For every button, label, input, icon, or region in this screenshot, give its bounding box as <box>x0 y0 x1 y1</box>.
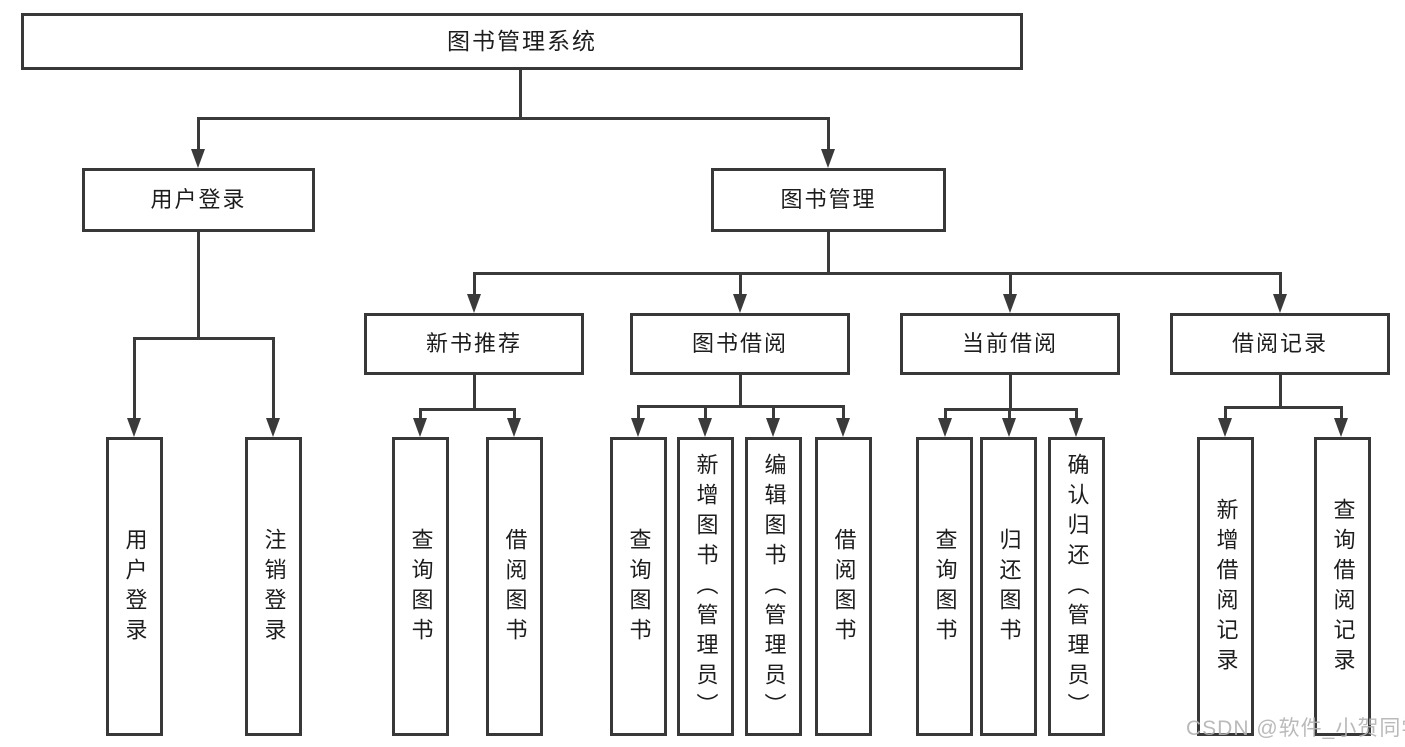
connector-vertical <box>1279 375 1282 406</box>
connector-horizontal <box>419 408 516 411</box>
leaf-borrow-books-recommend: 借阅图书 <box>486 437 543 736</box>
connector-vertical <box>739 272 742 296</box>
arrow-down-icon <box>766 418 780 437</box>
arrow-down-icon <box>507 418 521 437</box>
arrow-down-icon <box>1218 418 1232 437</box>
connector-vertical <box>1279 272 1282 296</box>
connector-vertical <box>637 405 640 420</box>
arrow-down-icon <box>127 418 141 437</box>
connector-vertical <box>1340 406 1343 420</box>
arrow-down-icon <box>938 418 952 437</box>
connector-vertical <box>1009 375 1012 408</box>
leaf-user-login: 用户登录 <box>106 437 163 736</box>
connector-vertical <box>1008 408 1011 420</box>
arrow-down-icon <box>1002 418 1016 437</box>
node-library-management-system: 图书管理系统 <box>21 13 1023 70</box>
leaf-edit-books-admin: 编辑图书（管理员） <box>745 437 802 736</box>
arrow-down-icon <box>631 418 645 437</box>
node-user-login: 用户登录 <box>82 168 315 232</box>
connector-horizontal <box>1224 406 1343 409</box>
leaf-borrow-books: 借阅图书 <box>815 437 872 736</box>
leaf-confirm-return-admin: 确认归还（管理员） <box>1048 437 1105 736</box>
leaf-logout: 注销登录 <box>245 437 302 736</box>
connector-vertical <box>419 408 422 420</box>
node-book-borrowing: 图书借阅 <box>630 313 850 375</box>
arrow-down-icon <box>467 294 481 313</box>
connector-vertical <box>133 337 136 420</box>
csdn-watermark: CSDN @软件_小贺同学 <box>1186 717 1405 740</box>
node-book-management: 图书管理 <box>711 168 946 232</box>
connector-horizontal <box>197 117 830 120</box>
arrow-down-icon <box>1069 418 1083 437</box>
leaf-query-books-current: 查询图书 <box>916 437 973 736</box>
connector-vertical <box>739 375 742 405</box>
connector-vertical <box>1224 406 1227 420</box>
arrow-down-icon <box>733 294 747 313</box>
connector-vertical <box>944 408 947 420</box>
connector-vertical <box>473 375 476 408</box>
arrow-down-icon <box>821 149 835 168</box>
connector-horizontal <box>944 408 1078 411</box>
leaf-query-books-recommend: 查询图书 <box>392 437 449 736</box>
arrow-down-icon <box>266 418 280 437</box>
connector-horizontal <box>473 272 1282 275</box>
connector-vertical <box>827 117 830 151</box>
connector-vertical <box>1075 408 1078 420</box>
arrow-down-icon <box>191 149 205 168</box>
node-borrowing-records: 借阅记录 <box>1170 313 1390 375</box>
leaf-add-books-admin: 新增图书（管理员） <box>677 437 734 736</box>
connector-vertical <box>827 232 830 272</box>
connector-vertical <box>1009 272 1012 296</box>
connector-horizontal <box>133 337 275 340</box>
arrow-down-icon <box>836 418 850 437</box>
arrow-down-icon <box>1273 294 1287 313</box>
connector-vertical <box>704 405 707 420</box>
connector-vertical <box>842 405 845 420</box>
leaf-return-books: 归还图书 <box>980 437 1037 736</box>
connector-vertical <box>197 232 200 337</box>
connector-vertical <box>519 70 522 117</box>
leaf-add-borrow-record: 新增借阅记录 <box>1197 437 1254 736</box>
node-current-borrowing: 当前借阅 <box>900 313 1120 375</box>
arrow-down-icon <box>413 418 427 437</box>
arrow-down-icon <box>1334 418 1348 437</box>
node-new-book-recommendation: 新书推荐 <box>364 313 584 375</box>
connector-vertical <box>772 405 775 420</box>
leaf-query-books-borrow: 查询图书 <box>610 437 667 736</box>
connector-horizontal <box>637 405 845 408</box>
connector-vertical <box>513 408 516 420</box>
connector-vertical <box>272 337 275 420</box>
connector-vertical <box>473 272 476 296</box>
connector-vertical <box>197 117 200 151</box>
leaf-query-borrow-record: 查询借阅记录 <box>1314 437 1371 736</box>
arrow-down-icon <box>698 418 712 437</box>
arrow-down-icon <box>1003 294 1017 313</box>
